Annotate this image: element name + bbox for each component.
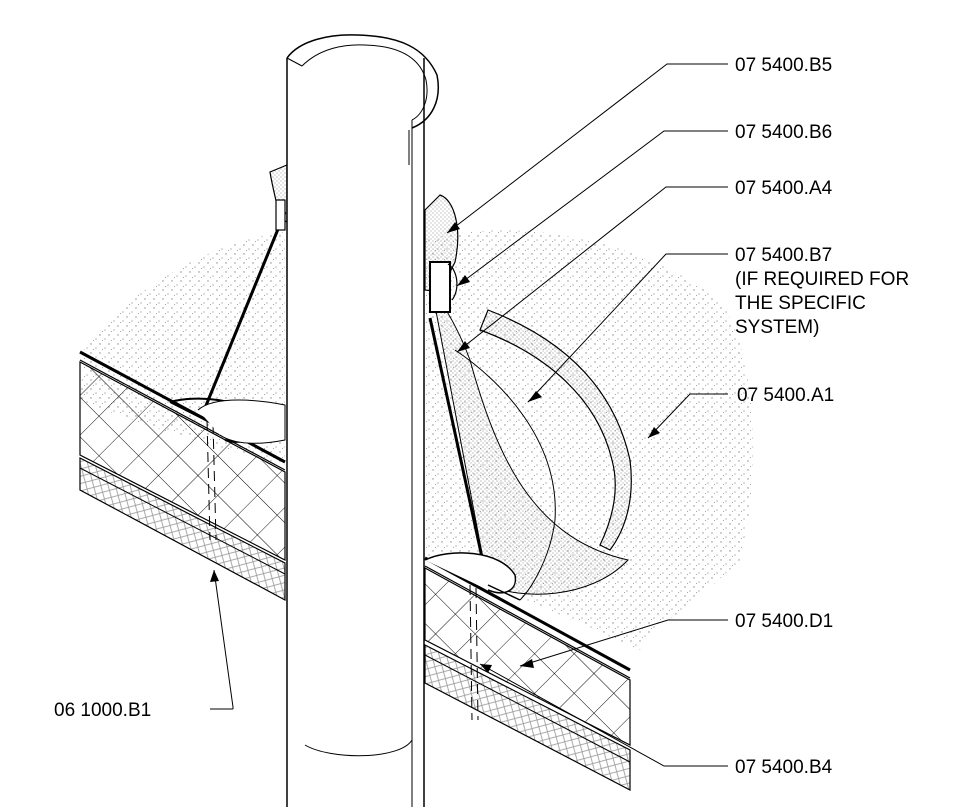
fastener-right-2 — [475, 587, 479, 721]
boot-left-ellipse — [197, 399, 286, 444]
substrate-left-divider — [79, 467, 286, 575]
label-b1: 06 1000.B1 — [54, 700, 151, 721]
pipe-bottom-edge — [304, 739, 413, 757]
label-a4: 07 5400.A4 — [735, 178, 833, 199]
leader-lines — [213, 63, 728, 767]
substrate-left — [79, 457, 286, 602]
clamp-right — [429, 261, 451, 313]
label-b7-note-1: (IF REQUIRED FOR — [735, 269, 909, 290]
label-b7: 07 5400.B7 — [735, 245, 832, 266]
reinforcement-band — [479, 309, 632, 551]
substrate-right-divider — [424, 654, 631, 763]
clamp-right-tab — [447, 263, 458, 301]
leader-arrowheads — [210, 222, 660, 673]
label-b4: 07 5400.B4 — [735, 757, 833, 778]
fastener-left — [206, 419, 211, 541]
label-a1: 07 5400.A1 — [737, 385, 834, 406]
deck-right-membrane-line-2 — [424, 565, 631, 679]
boot-right-leg — [428, 317, 490, 586]
label-b5: 07 5400.B5 — [735, 55, 832, 76]
pipe-body — [287, 40, 424, 807]
deck-left-membrane-line-2 — [79, 359, 286, 471]
boot-left-leg — [203, 211, 287, 409]
label-b6: 07 5400.B6 — [735, 122, 832, 143]
boot-right-flange — [424, 552, 521, 601]
pipe-top-rim — [286, 34, 439, 129]
fastener-right — [469, 584, 473, 721]
cone-inner-curve — [454, 349, 556, 601]
insulation-left — [79, 360, 286, 561]
clamp-left — [275, 199, 286, 231]
label-b7-note-3: SYSTEM) — [735, 317, 819, 338]
fastener-left-2 — [212, 422, 217, 541]
label-b7-note-2: THE SPECIFIC — [735, 293, 866, 314]
boot-right-cone — [431, 289, 629, 595]
pipe-rim-join — [286, 57, 303, 67]
pipe-top-rim-inner — [301, 44, 428, 121]
deck-right-membrane-line — [424, 556, 631, 672]
label-d1: 07 5400.D1 — [735, 611, 833, 632]
